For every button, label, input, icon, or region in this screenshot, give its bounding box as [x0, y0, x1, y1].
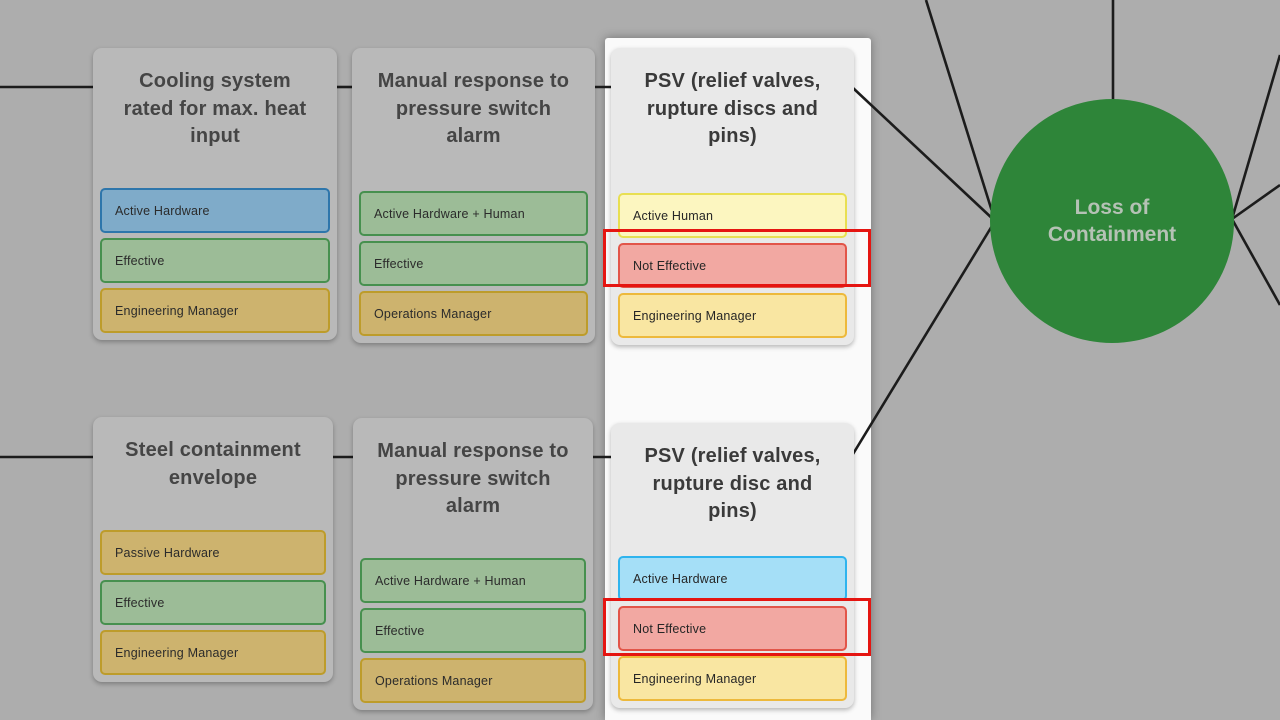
tag-engineering-manager[interactable]: Engineering Manager [100, 288, 330, 333]
barrier-card-manual-response-bottom[interactable]: Manual response to pressure switch alarm… [353, 418, 593, 710]
tag-effective[interactable]: Effective [100, 238, 330, 283]
tag-effective[interactable]: Effective [359, 241, 588, 286]
barrier-title: Steel containment envelope [125, 439, 301, 489]
tag-list: Active Hardware Effective Engineering Ma… [93, 188, 337, 340]
barrier-card-psv-top[interactable]: PSV (relief valves, rupture discs and pi… [611, 48, 854, 345]
tag-not-effective[interactable]: Not Effective [618, 243, 847, 288]
barrier-title: Manual response to pressure switch alarm [377, 440, 569, 518]
tag-operations-manager[interactable]: Operations Manager [359, 291, 588, 336]
tag-effective[interactable]: Effective [360, 608, 586, 653]
hazard-node-loss-of-containment[interactable]: Loss of Containment [990, 99, 1234, 343]
tag-active-hardware-human[interactable]: Active Hardware + Human [360, 558, 586, 603]
tag-active-hardware[interactable]: Active Hardware [618, 556, 847, 601]
connector-line [924, 0, 997, 222]
barrier-card-psv-bottom[interactable]: PSV (relief valves, rupture disc and pin… [611, 423, 854, 708]
connector-line [1231, 183, 1280, 221]
tag-active-hardware-human[interactable]: Active Hardware + Human [359, 191, 588, 236]
barrier-card-manual-response-top[interactable]: Manual response to pressure switch alarm… [352, 48, 595, 343]
barrier-title: PSV (relief valves, rupture disc and pin… [644, 445, 821, 523]
tag-list: Passive Hardware Effective Engineering M… [93, 530, 333, 682]
tag-engineering-manager[interactable]: Engineering Manager [618, 293, 847, 338]
barrier-title: Manual response to pressure switch alarm [377, 70, 570, 148]
connector-line [1230, 54, 1280, 220]
barrier-title: PSV (relief valves, rupture discs and pi… [644, 70, 821, 148]
barrier-title: Cooling system rated for max. heat input [123, 70, 307, 148]
connector-line [1230, 218, 1280, 306]
tag-active-human[interactable]: Active Human [618, 193, 847, 238]
barrier-card-cooling-system[interactable]: Cooling system rated for max. heat input… [93, 48, 337, 340]
tag-active-hardware[interactable]: Active Hardware [100, 188, 330, 233]
tag-list: Active Human Not Effective Engineering M… [611, 193, 854, 345]
tag-list: Active Hardware Not Effective Engineerin… [611, 556, 854, 708]
tag-not-effective[interactable]: Not Effective [618, 606, 847, 651]
tag-engineering-manager[interactable]: Engineering Manager [100, 630, 326, 675]
tag-operations-manager[interactable]: Operations Manager [360, 658, 586, 703]
tag-passive-hardware[interactable]: Passive Hardware [100, 530, 326, 575]
barrier-card-steel-containment[interactable]: Steel containment envelope Passive Hardw… [93, 417, 333, 682]
connector-line [852, 87, 996, 222]
tag-list: Active Hardware + Human Effective Operat… [352, 191, 595, 343]
connector-line [851, 220, 997, 455]
hazard-label: Loss of Containment [1047, 195, 1177, 246]
tag-list: Active Hardware + Human Effective Operat… [353, 558, 593, 710]
tag-engineering-manager[interactable]: Engineering Manager [618, 656, 847, 701]
tag-effective[interactable]: Effective [100, 580, 326, 625]
